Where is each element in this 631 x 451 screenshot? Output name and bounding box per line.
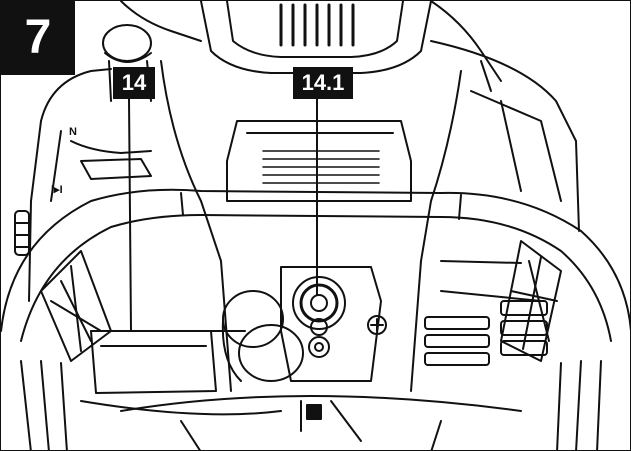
start-marking: I▸I — [51, 184, 63, 196]
left-body-panel — [14, 68, 152, 302]
right-body-panel — [424, 40, 580, 366]
leader-lines — [128, 98, 318, 332]
step-number-badge: 7 — [1, 1, 75, 75]
fuel-valve-assembly — [280, 266, 387, 382]
right-lattice-handle — [500, 240, 602, 450]
central-cowl — [160, 60, 462, 392]
leader-line-14 — [128, 98, 246, 332]
left-lattice-handle — [20, 250, 112, 450]
neutral-marking: N — [69, 126, 77, 138]
handle-bar — [1, 188, 630, 342]
base-section — [120, 395, 522, 450]
choke-knob-assembly — [221, 290, 304, 382]
callout-label-14: 14 — [113, 67, 155, 99]
callout-label-14-1: 14.1 — [293, 67, 353, 99]
